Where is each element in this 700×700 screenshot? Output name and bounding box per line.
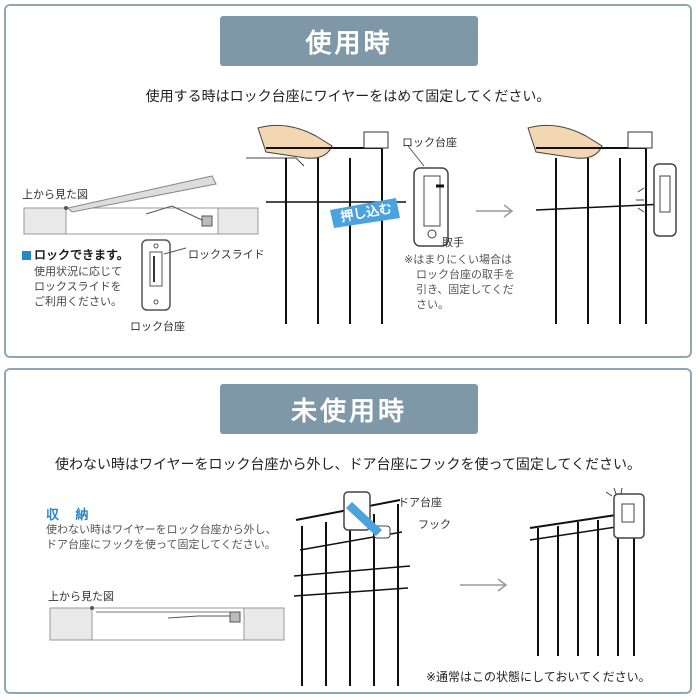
storage-top-view-label: 上から見た図: [48, 590, 114, 603]
fence-stored-illustration: [529, 487, 645, 656]
in-use-panel: 使用時 使用する時はロック台座にワイヤーをはめて固定してください。 上から見た図…: [4, 4, 692, 358]
note-line: ※はまりにくい場合は: [404, 253, 512, 266]
lock-desc-line: 使用状況に応じて: [34, 265, 122, 278]
door-base-label: ドア台座: [398, 496, 442, 509]
storage-top-view-diagram: [49, 606, 285, 641]
not-in-use-panel: 未使用時 使わない時はワイヤーをロック台座から外し、ドア台座にフックを使って固定…: [4, 368, 692, 694]
lock-base-small-icon: [141, 239, 171, 311]
lock-heading: ロックできます。: [22, 246, 129, 263]
not-in-use-title: 未使用時: [220, 384, 478, 434]
lock-base-detail: [407, 145, 449, 247]
fence-storage-illustration: [293, 491, 411, 686]
blue-square-icon: [22, 251, 31, 260]
lock-description: 使用状況に応じて ロックスライドを ご利用ください。: [34, 264, 122, 309]
lock-slide-label: ロックスライド: [188, 248, 265, 261]
hook-label: フック: [418, 518, 451, 531]
lock-base-label: ロック台座: [402, 136, 457, 149]
in-use-title: 使用時: [220, 16, 478, 66]
fence-push-illustration: [246, 124, 406, 324]
lock-heading-text: ロックできます。: [34, 248, 129, 262]
footnote: ※通常はこの状態にしておいてください。: [426, 670, 651, 684]
top-view-diagram: [23, 175, 259, 235]
storage-desc-line: ドア台座にフックを使って固定してください。: [46, 538, 276, 551]
next-arrow-icon: [460, 578, 508, 592]
note-line: さい。: [416, 298, 449, 311]
lock-desc-line: ご利用ください。: [34, 295, 122, 308]
next-arrow-icon: [476, 204, 514, 218]
storage-desc-line: 使わない時はワイヤーをロック台座から外し、: [46, 523, 277, 536]
note-line: ロック台座の取手を: [416, 268, 515, 281]
top-view-label: 上から見た図: [22, 188, 88, 201]
lock-base-label-small: ロック台座: [130, 320, 185, 333]
note-line: 引き、固定してくだ: [416, 283, 514, 296]
storage-heading: 収 納: [46, 508, 95, 523]
handle-label: 取手: [442, 236, 464, 249]
insert-note: ※はまりにくい場合は ロック台座の取手を 引き、固定してくだ さい。: [404, 252, 515, 312]
storage-description: 使わない時はワイヤーをロック台座から外し、 ドア台座にフックを使って固定してくだ…: [46, 522, 277, 552]
fence-locked-illustration: [527, 124, 677, 324]
lock-desc-line: ロックスライドを: [34, 280, 122, 293]
not-in-use-instruction: 使わない時はワイヤーをロック台座から外し、ドア台座にフックを使って固定してくださ…: [54, 457, 642, 473]
lock-slide-pointer: [163, 247, 187, 255]
in-use-instruction: 使用する時はロック台座にワイヤーをはめて固定してください。: [145, 89, 551, 105]
